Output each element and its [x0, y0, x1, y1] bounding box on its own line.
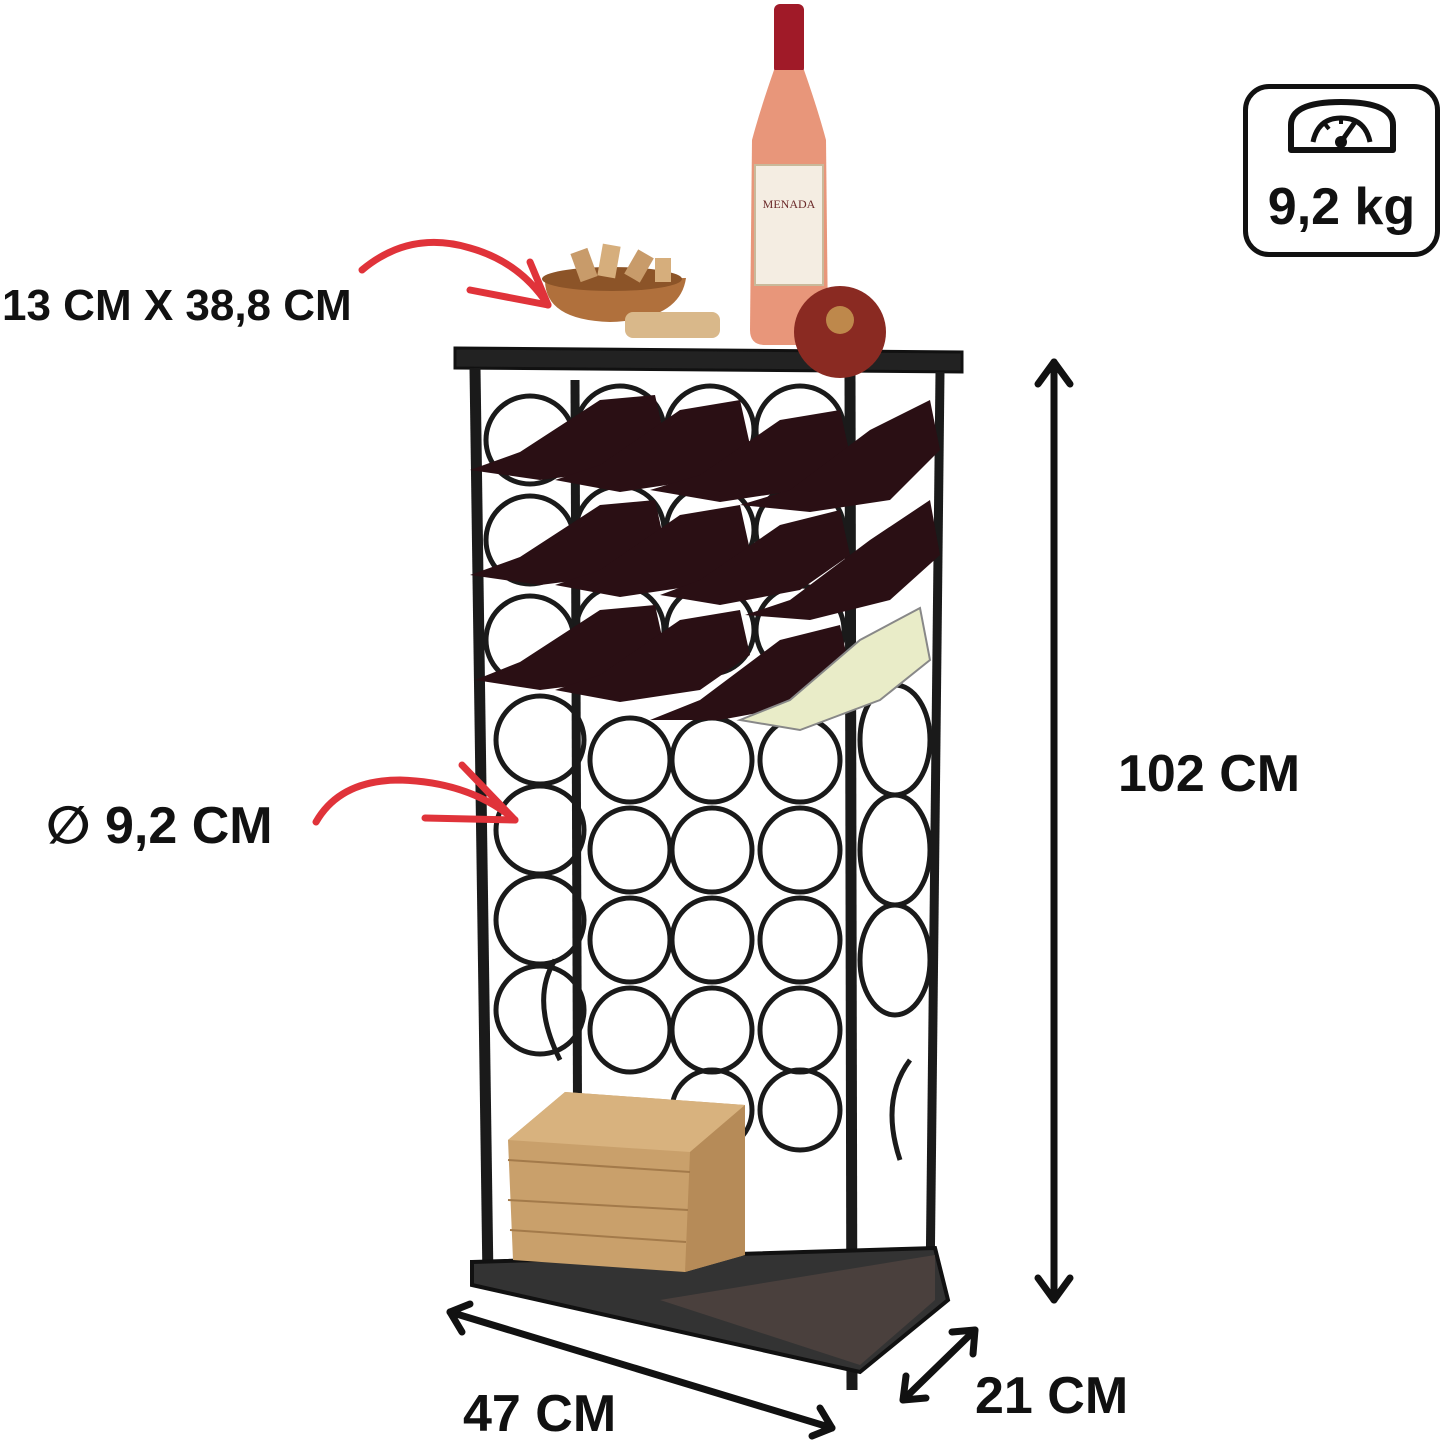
depth-dimension: 21 CM — [975, 1367, 1129, 1425]
bottle-diameter-dimension: ∅ 9,2 CM — [46, 797, 273, 855]
rack-post-front-left — [469, 367, 494, 1281]
bottle-label-text: MENADA — [763, 197, 816, 211]
scale-icon — [1288, 99, 1396, 153]
weight-badge: 9,2 kg — [1243, 84, 1440, 257]
height-arrow — [1034, 358, 1074, 1304]
depth-arrow — [899, 1326, 979, 1404]
top-surface-dimension: 13 CM X 38,8 CM — [2, 281, 352, 330]
rack-post-front-right — [844, 371, 858, 1391]
base-mesh — [660, 1255, 935, 1365]
width-dimension: 47 CM — [463, 1385, 617, 1443]
rack-top-tray — [453, 346, 964, 374]
white-wine-bottle — [736, 606, 932, 732]
rose-wine-bottle: MENADA — [750, 4, 828, 345]
wicker-box — [507, 1092, 745, 1272]
red-arrow-top — [358, 238, 552, 309]
width-arrow — [446, 1300, 836, 1440]
height-dimension: 102 CM — [1118, 745, 1301, 803]
red-wine-bottles — [470, 395, 940, 732]
rack-post-back-right — [925, 371, 945, 1291]
red-arrow-middle — [312, 761, 519, 826]
weight-value: 9,2 kg — [1267, 178, 1416, 236]
corkscrew — [625, 312, 720, 338]
cork-bowl — [542, 243, 686, 322]
